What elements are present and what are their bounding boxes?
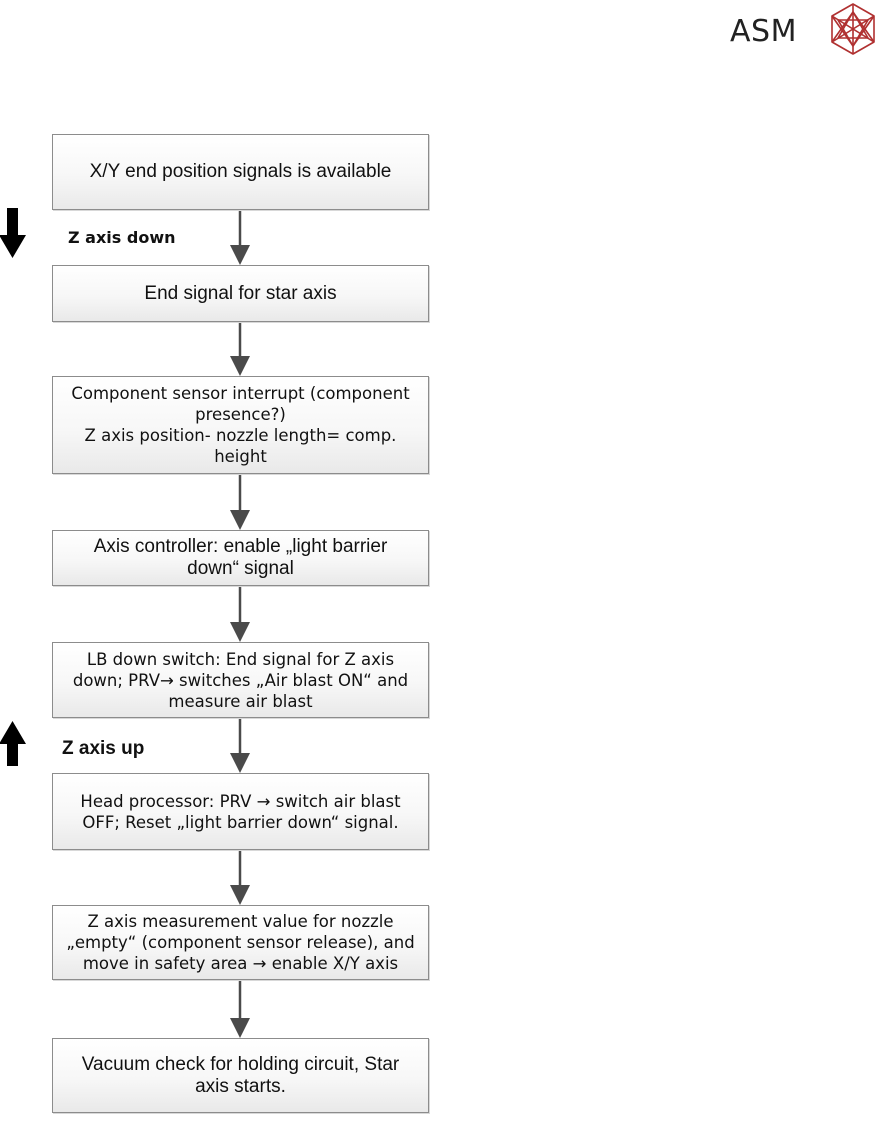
flow-step-1: X/Y end position signals is available: [52, 134, 429, 210]
step-8-line-1: Vacuum check for holding circuit, Star: [81, 1053, 400, 1075]
step-3-line-4: height: [214, 447, 267, 466]
step-5-line-2: down; PRV→ switches „Air blast ON“ and: [72, 670, 409, 690]
step-3-line-3: Z axis position- nozzle length= comp.: [84, 426, 397, 445]
up-arrow-icon: [0, 721, 26, 766]
flow-step-8: Vacuum check for holding circuit, Star a…: [52, 1038, 429, 1113]
asm-logo: ASM: [730, 0, 880, 60]
step-6-line-2: OFF; Reset „light barrier down“ signal.: [82, 812, 399, 832]
flow-step-6: Head processor: PRV → switch air blast O…: [52, 773, 429, 850]
step-4-line-1: Axis controller: enable „light barrier: [93, 536, 388, 557]
step-1-line-1: X/Y end position signals is available: [89, 161, 392, 182]
step-3-line-2: presence?): [195, 405, 286, 424]
step-7-line-2: „empty“ (component sensor release), and: [66, 933, 415, 952]
step-5-line-3: measure air blast: [168, 691, 313, 711]
z-axis-up-label: Z axis up: [62, 738, 145, 759]
asm-crystal-logo-icon: [831, 3, 875, 55]
flow-step-7: Z axis measurement value for nozzle „emp…: [52, 905, 429, 980]
step-4-line-2: down“ signal: [187, 558, 294, 579]
down-arrow-icon: [0, 208, 26, 258]
step-6-line-1: Head processor: PRV → switch air blast: [80, 791, 401, 811]
step-8-line-2: axis starts.: [195, 1075, 286, 1097]
flow-step-3: Component sensor interrupt (component pr…: [52, 376, 429, 474]
logo-text: ASM: [730, 14, 797, 49]
step-3-line-1: Component sensor interrupt (component: [71, 384, 410, 403]
step-2-line-1: End signal for star axis: [144, 282, 337, 304]
z-axis-down-label: Z axis down: [68, 228, 176, 247]
flow-step-4: Axis controller: enable „light barrier d…: [52, 530, 429, 586]
step-7-line-1: Z axis measurement value for nozzle: [87, 912, 394, 931]
step-5-line-1: LB down switch: End signal for Z axis: [86, 649, 395, 669]
step-7-line-3: move in safety area → enable X/Y axis: [82, 954, 399, 973]
flow-step-2: End signal for star axis: [52, 265, 429, 322]
flow-step-5: LB down switch: End signal for Z axis do…: [52, 642, 429, 718]
